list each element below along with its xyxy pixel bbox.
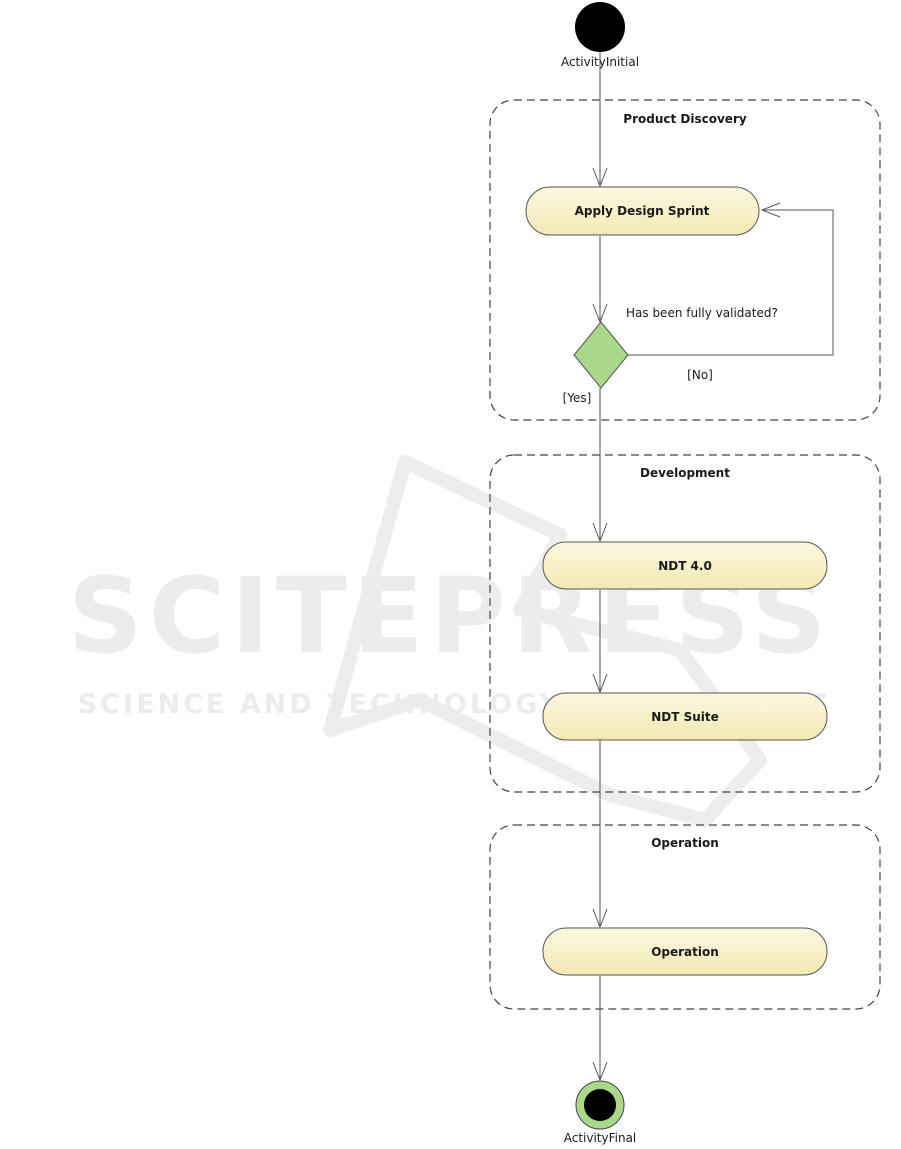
partition-product-discovery	[490, 100, 880, 420]
activity-final-inner-dot	[584, 1089, 616, 1121]
watermark: SCITEPRESS SCIENCE AND TECHNOLOGY PUBLIC…	[68, 462, 832, 820]
activity-label: Operation	[651, 945, 719, 959]
activity-initial-node	[575, 2, 625, 52]
partition-label-development: Development	[640, 466, 730, 480]
activity-label: Apply Design Sprint	[575, 204, 710, 218]
activity-apply-design-sprint: Apply Design Sprint	[526, 187, 759, 235]
decision-yes-label: [Yes]	[563, 391, 592, 405]
activity-label: NDT 4.0	[658, 559, 712, 573]
activity-ndt-4-0: NDT 4.0	[543, 542, 827, 589]
activity-ndt-suite: NDT Suite	[543, 693, 827, 740]
partition-operation	[490, 825, 880, 1009]
activity-label: NDT Suite	[651, 710, 719, 724]
partition-label-operation: Operation	[651, 836, 719, 850]
partition-label-product-discovery: Product Discovery	[623, 112, 747, 126]
decision-no-label: [No]	[687, 368, 713, 382]
decision-diamond	[574, 322, 628, 388]
activity-operation: Operation	[543, 928, 827, 975]
activity-final-label: ActivityFinal	[564, 1131, 637, 1145]
activity-initial-label: ActivityInitial	[561, 55, 639, 69]
decision-question-label: Has been fully validated?	[626, 306, 778, 320]
